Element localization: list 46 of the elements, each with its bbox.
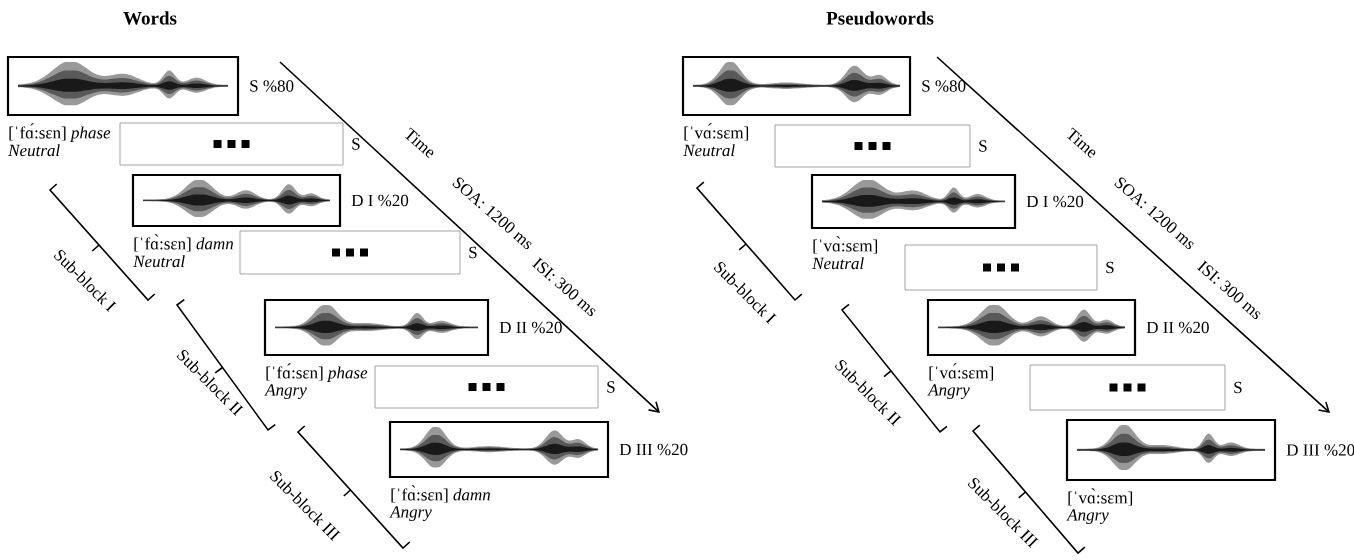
blank-screen-box [119,122,344,166]
stimulus-label: S [607,381,615,393]
stimulus-label: [ˈfɑ̀:sɛn] damn [134,234,234,252]
waveform-box [681,55,912,117]
stimulus-label: S %80 [250,80,294,92]
blank-screen-box [239,230,461,275]
blank-screen-box [1029,364,1226,411]
emotion-label: Neutral [8,144,60,157]
stimulus-label: [ˈvɑ̀:sɛm] [1068,488,1133,506]
stimulus-label: D III %20 [1286,444,1354,456]
waveform-box [131,173,342,228]
emotion-label: Angry [927,384,970,400]
stimulus-label: D III %20 [619,443,688,456]
stimulus-label: [ˈvɑ́:sɛm] [684,123,749,141]
emotion-label: Angry [264,384,307,400]
blank-screen-box [904,244,1098,291]
waveform-box [810,173,1017,230]
stimulus-label: [ˈvɑ̀:sɛm] [813,236,878,254]
waveform-box [263,298,490,357]
emotion-label: Neutral [133,255,185,268]
emotion-label: Angry [1066,509,1109,525]
time-label: ISI: 300 ms [1196,260,1261,319]
stimulus-label: [ˈfɑ̀:sɛn] damn [391,485,491,503]
stimulus-label: [ˈfɑ́:sɛn] phase [266,363,368,382]
stimulus-label: D II %20 [499,321,562,334]
stimulus-label: S [469,246,477,259]
blank-screen-box [774,124,971,168]
stimulus-label: S [352,138,360,150]
stimulus-label: S [1234,381,1242,394]
stimulus-label: S [1106,261,1114,274]
emotion-label: Neutral [812,257,864,270]
stimulus-label: D I %20 [351,194,409,207]
stimulus-label: D I %20 [1026,195,1084,208]
time-label: ISI: 300 ms [531,257,596,316]
stimulus-label: S [979,140,987,152]
stimulus-label: S %80 [922,80,966,92]
waveform-box [1065,418,1277,482]
stimulus-label: [ˈfɑ́:sɛn] phase [9,123,111,142]
emotion-label: Angry [389,506,432,522]
waveform-box [926,298,1137,357]
blank-screen-box [374,365,599,409]
stimulus-label: [ˈvɑ́:sɛm] [929,363,994,381]
emotion-label: Neutral [683,144,735,157]
stimulus-label: D II %20 [1146,321,1209,334]
waveform-box [6,55,240,117]
waveform-box [388,420,610,479]
